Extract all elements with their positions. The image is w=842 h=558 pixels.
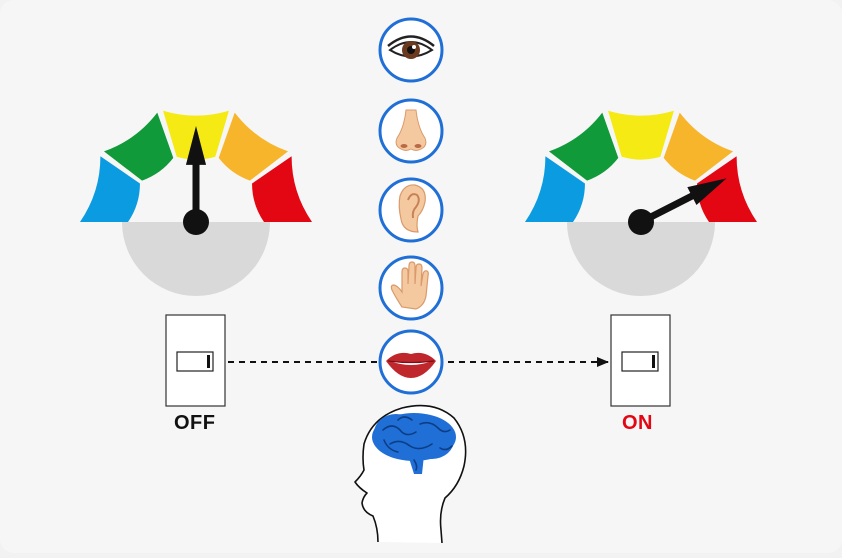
- gauge-right-segment-blue: [525, 156, 585, 222]
- off-switch[interactable]: [165, 314, 226, 407]
- right-gauge: [525, 110, 757, 296]
- on-label: ON: [622, 412, 653, 434]
- eye-icon: [378, 17, 444, 83]
- off-switch-toggle[interactable]: [176, 351, 214, 372]
- gauge-right-needle-head: [687, 178, 727, 206]
- gauge-left-segment-red: [252, 156, 312, 222]
- mouth-icon: [378, 329, 444, 395]
- gauge-left-segment-green: [103, 112, 174, 181]
- gauge-right-segment-yellow: [608, 110, 674, 160]
- on-switch-toggle[interactable]: [621, 351, 659, 372]
- left-gauge-segments: [80, 110, 312, 222]
- left-gauge-inner-arc: [122, 222, 270, 296]
- right-gauge-needle: [628, 178, 727, 235]
- gauge-left-segment-blue: [80, 156, 140, 222]
- head-with-brain: [354, 404, 467, 544]
- gauge-right-segment-orange: [663, 112, 734, 181]
- gauge-left-segment-orange: [218, 112, 289, 181]
- off-label: OFF: [174, 412, 216, 434]
- gauge-left-needle-hub: [183, 209, 209, 235]
- right-gauge-segments: [525, 110, 757, 222]
- gauge-right-segment-red: [697, 156, 757, 222]
- right-gauge-inner-arc: [567, 222, 715, 296]
- brain-icon: [372, 413, 456, 474]
- hand-icon: [378, 255, 444, 321]
- gauge-left-needle-head: [185, 126, 207, 165]
- left-gauge-needle: [183, 126, 209, 235]
- gauge-right-needle-hub: [628, 209, 654, 235]
- ear-icon: [378, 177, 444, 243]
- on-switch[interactable]: [610, 314, 671, 407]
- gauge-right-segment-green: [548, 112, 619, 181]
- sense-icon-stack: [378, 17, 444, 395]
- nose-icon: [378, 98, 444, 164]
- left-gauge: [80, 110, 312, 296]
